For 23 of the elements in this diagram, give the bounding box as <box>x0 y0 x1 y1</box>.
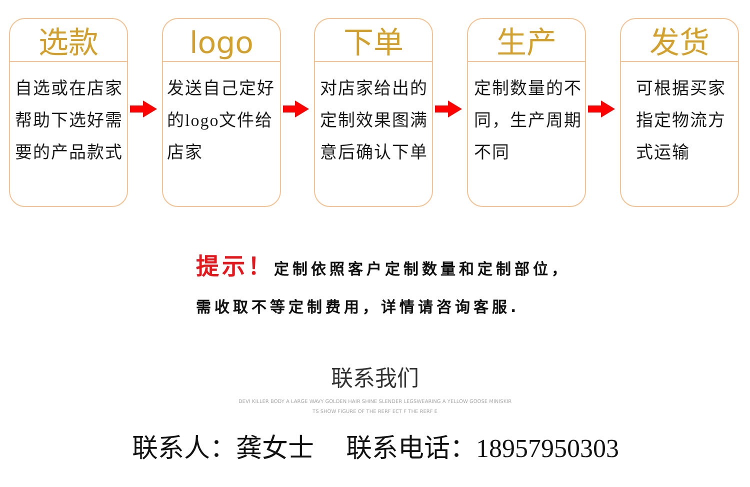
arrow <box>588 100 615 118</box>
step-description: 对店家给出的定制效果图满意后确认下单 <box>320 78 429 164</box>
contact-person: 联系人：龚女士 <box>132 433 314 465</box>
section-heading: 联系我们 <box>331 367 419 393</box>
step-description: 定制数量的不同，生产周期不同 <box>474 78 583 164</box>
step-description: 可根据买家指定物流方式运输 <box>636 78 727 164</box>
arrow <box>435 100 462 118</box>
step-title: 发货 <box>650 27 710 61</box>
step-title: logo <box>189 27 254 61</box>
step-box <box>620 18 739 207</box>
step-box <box>314 18 433 207</box>
step-box <box>9 18 128 207</box>
step-title: 生产 <box>496 27 556 61</box>
step-title: 选款 <box>38 27 98 61</box>
step-box <box>162 18 281 207</box>
contact-phone: 联系电话：18957950303 <box>346 433 619 465</box>
step-description: 发送自己定好的logo文件给店家 <box>167 78 276 164</box>
step-box <box>467 18 586 207</box>
step-title: 下单 <box>344 27 404 61</box>
notice-text: 提示！定制依照客户定制数量和定制部位，需收取不等定制费用，详情请咨询客服. <box>196 253 571 318</box>
step-description: 自选或在店家帮助下选好需要的产品款式 <box>15 78 124 164</box>
arrow <box>283 100 309 118</box>
arrow <box>130 100 157 118</box>
